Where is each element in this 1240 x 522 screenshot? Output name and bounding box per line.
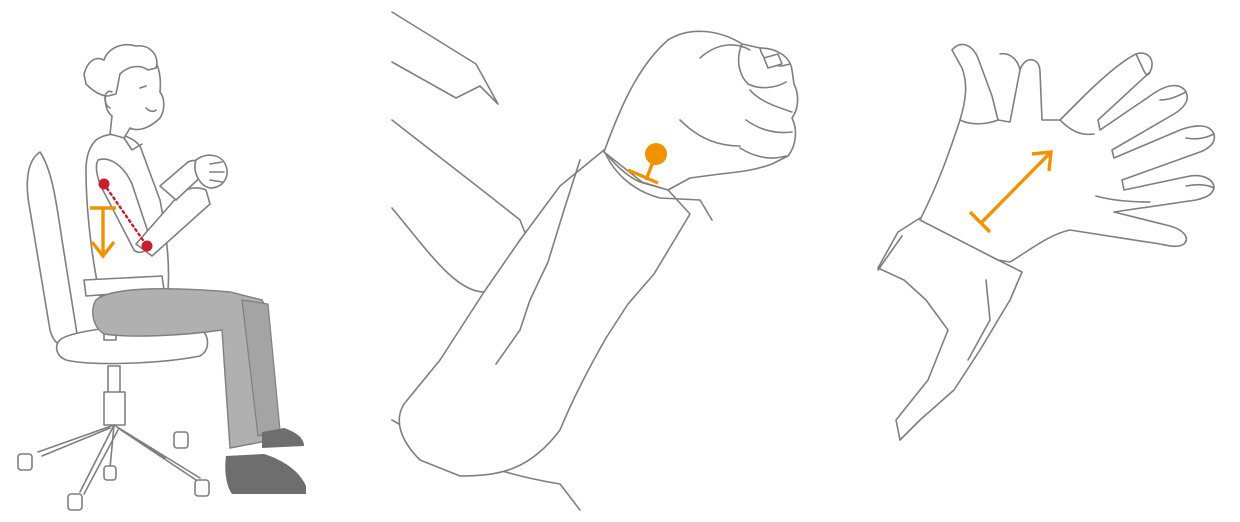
upper-sleeve-outline bbox=[392, 12, 498, 104]
chair-backrest bbox=[27, 152, 78, 347]
elbow-point-icon bbox=[142, 241, 153, 252]
forearm-sleeve bbox=[399, 150, 690, 476]
caster-3 bbox=[174, 432, 188, 448]
chair-post bbox=[104, 366, 125, 425]
chair-base bbox=[18, 425, 209, 510]
person-shoe-front bbox=[225, 454, 306, 494]
panel-seated-person bbox=[18, 45, 306, 510]
caster-5 bbox=[104, 466, 116, 480]
fist-outline bbox=[604, 31, 798, 190]
panel-open-hand bbox=[878, 44, 1214, 440]
caster-2 bbox=[68, 494, 82, 510]
caster-4 bbox=[195, 480, 209, 496]
palm-outline bbox=[920, 44, 1214, 262]
shoulder-point-icon bbox=[99, 179, 110, 190]
person-shoe-back bbox=[262, 428, 304, 448]
caster-1 bbox=[18, 454, 32, 470]
panel-fist-wrist bbox=[392, 12, 798, 510]
